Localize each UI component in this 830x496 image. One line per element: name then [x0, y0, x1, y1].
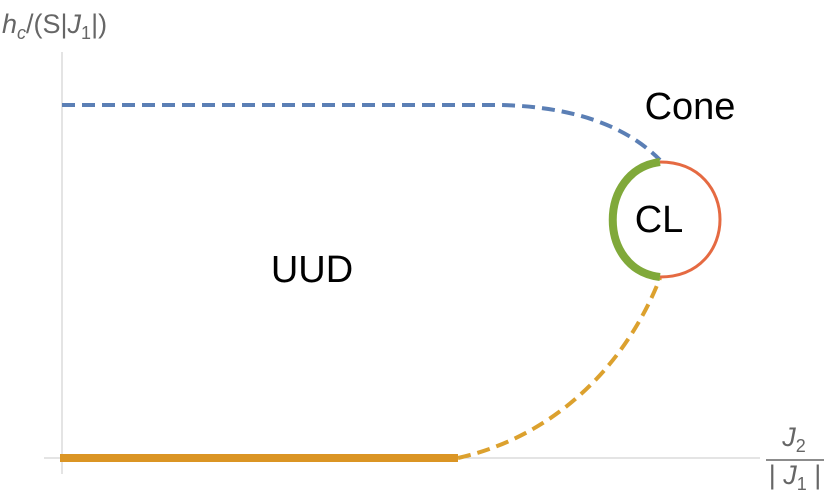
- region-label-uud: UUD: [271, 249, 353, 291]
- lower-phase-boundary: [457, 277, 662, 460]
- cl-right-arc: [659, 160, 722, 279]
- region-label-cl: CL: [635, 199, 684, 241]
- cl-left-arc: [608, 158, 661, 281]
- x-axis-label-numerator: J2: [781, 422, 806, 456]
- region-label-cone: Cone: [645, 86, 736, 128]
- upper-phase-boundary: [62, 103, 662, 162]
- x-axis-label: J2 | J1 |: [766, 422, 824, 494]
- y-axis-label: hc/(S|J1|): [2, 9, 107, 43]
- x-axis-label-denominator: | J1 |: [769, 460, 822, 494]
